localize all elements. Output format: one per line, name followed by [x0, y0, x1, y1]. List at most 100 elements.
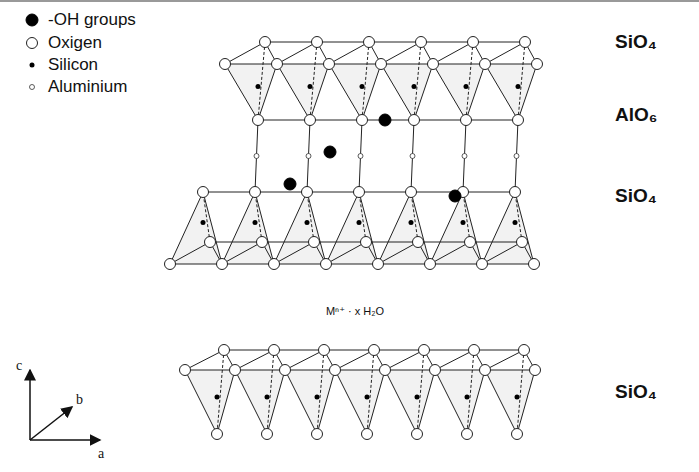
bond-line [470, 242, 522, 243]
oxygen-atom [369, 345, 380, 356]
oxygen-atom [260, 37, 271, 48]
bond-line [411, 192, 418, 242]
oxygen-atom [512, 429, 523, 440]
silicon-atom [265, 395, 270, 400]
oxygen-atom [413, 237, 424, 248]
oxygen-atom [477, 259, 488, 270]
axis-b [30, 407, 72, 440]
oxygen-atom [462, 429, 473, 440]
bond-line [463, 120, 466, 192]
oxygen-atom [465, 237, 476, 248]
bond-line [466, 42, 473, 120]
bond-line [359, 120, 362, 192]
bond-line [515, 192, 522, 242]
oxygen-atom [469, 345, 480, 356]
tetrahedron-face [222, 192, 274, 264]
bond-line [433, 42, 473, 64]
oxygen-atom [250, 187, 261, 198]
bond-line [314, 242, 366, 243]
bond-line [366, 242, 418, 243]
silicon-atom [253, 220, 258, 225]
tetrahedron-face [185, 370, 235, 434]
bond-line [258, 42, 265, 120]
oxygen-atom [269, 259, 280, 270]
oxygen-atom [406, 187, 417, 198]
bond-line [359, 192, 366, 242]
bond-line [203, 192, 210, 242]
oxygen-atom [321, 259, 332, 270]
bond-line [473, 42, 525, 43]
oxygen-atom [519, 345, 530, 356]
oxygen-atom [354, 187, 365, 198]
oxygen-atom [212, 429, 223, 440]
bond-line [307, 192, 359, 193]
bond-line [262, 242, 314, 243]
bond-line [170, 242, 210, 264]
bond-line [463, 192, 470, 242]
bond-line [374, 350, 424, 351]
silicon-atom [513, 220, 518, 225]
silicon-atom [256, 84, 261, 89]
bond-line [474, 350, 524, 351]
oxygen-atom [357, 115, 368, 126]
oxygen-atom [312, 429, 323, 440]
legend-label: -OH groups [48, 11, 136, 30]
axis-a [30, 439, 100, 441]
bond-line [430, 242, 470, 264]
oxygen-atom [532, 59, 543, 70]
legend-label: Oxigen [48, 34, 102, 53]
bond-line [417, 350, 424, 434]
oxygen-atom [217, 259, 228, 270]
bond-line [225, 42, 265, 64]
bond-line [414, 120, 466, 121]
tetrahedron-face [285, 370, 335, 434]
bond-line [307, 120, 310, 192]
bond-line [317, 350, 324, 434]
bond-line [217, 350, 224, 434]
hydroxyl-group [324, 146, 336, 158]
oxygen-atom [409, 115, 420, 126]
silicon-atom [201, 220, 206, 225]
hydroxyl-group [379, 114, 391, 126]
oxygen-atom [280, 365, 291, 376]
oxygen-atom [520, 37, 531, 48]
oxygen-atom [513, 115, 524, 126]
tetrahedron-face [335, 370, 385, 434]
tetrahedron-face [485, 370, 535, 434]
bond-line [482, 242, 522, 264]
oxygen-atom [425, 259, 436, 270]
oxygen-atom [305, 115, 316, 126]
oxygen-atom [364, 37, 375, 48]
sheet-label: SiO₄ [615, 186, 657, 207]
silicon-atom [515, 395, 520, 400]
hydroxyl-group [284, 178, 296, 190]
silicon-atom [412, 84, 417, 89]
tetrahedron-face [329, 64, 381, 120]
bond-line [258, 120, 310, 121]
oxygen-atom [27, 38, 38, 49]
bond-line [381, 42, 421, 64]
axis-label: b [76, 392, 83, 407]
bond-line [414, 42, 421, 120]
bond-line [277, 42, 317, 64]
bond-line [367, 350, 374, 434]
oxygen-atom [517, 237, 528, 248]
bond-line [362, 42, 369, 120]
bond-line [255, 120, 258, 192]
oxygen-atom [480, 59, 491, 70]
bond-line [411, 120, 414, 192]
silicon-atom [516, 84, 521, 89]
bond-line [463, 192, 515, 193]
oxygen-atom [480, 365, 491, 376]
bond-line [255, 192, 307, 193]
tetrahedron-face [381, 64, 433, 120]
aluminium-atom [514, 154, 519, 159]
bond-line [310, 120, 362, 121]
tetrahedron-face [430, 192, 482, 264]
oxygen-atom [412, 429, 423, 440]
bond-line [421, 42, 473, 43]
legend-label: Aluminium [48, 78, 127, 97]
bond-line [326, 242, 366, 264]
bond-line [310, 42, 317, 120]
